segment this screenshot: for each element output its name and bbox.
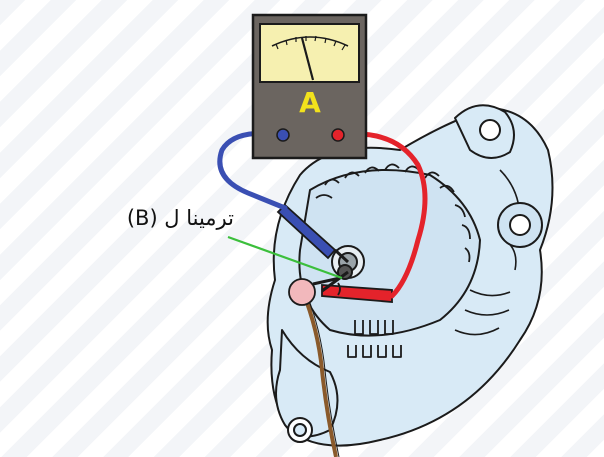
meter-unit-label: A	[294, 86, 326, 119]
terminal-label: ترمینا ل (B)	[44, 206, 234, 230]
negative-terminal	[277, 129, 289, 141]
positive-terminal	[332, 129, 344, 141]
